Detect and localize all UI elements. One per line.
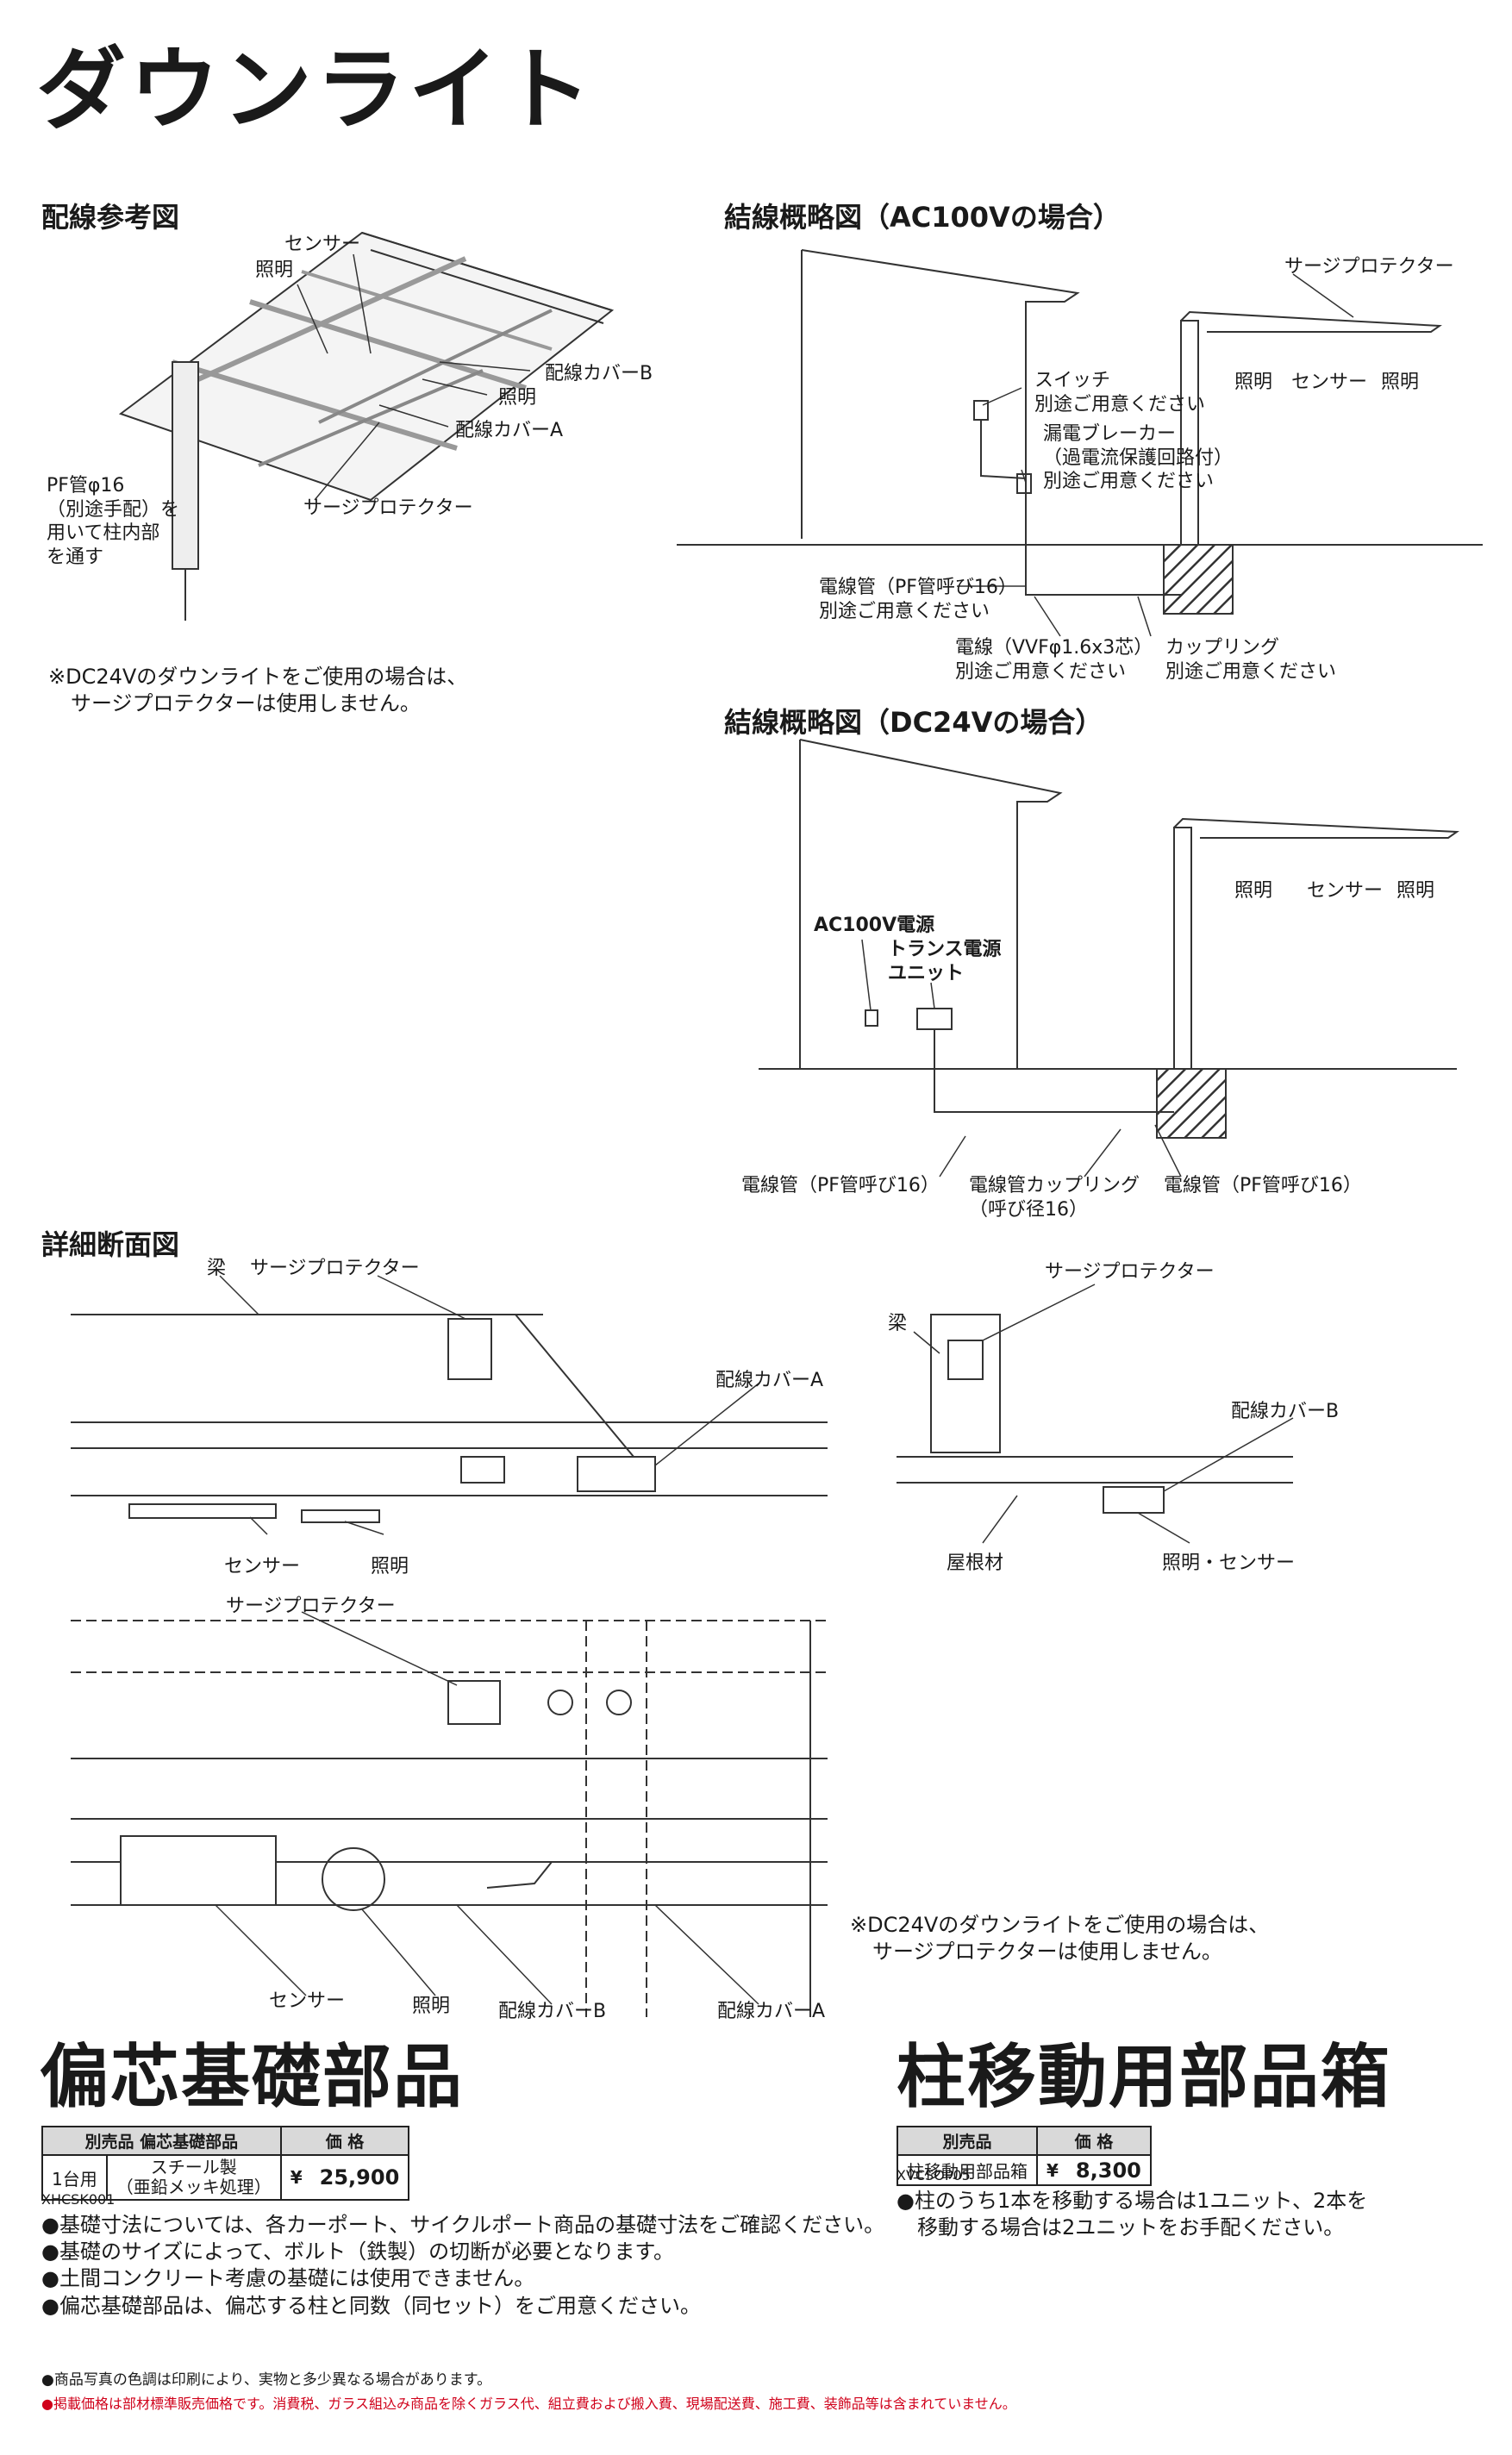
offset-code: XHCSK001 [41, 2191, 116, 2208]
footer-note-2: ●掲載価格は部材標準販売価格です。消費税、ガラス組込み商品を除くガラス代、組立費… [41, 2396, 1016, 2412]
detail-label-cover-a: 配線カバーA [715, 1370, 824, 1391]
detail-label-sensor: センサー [224, 1556, 301, 1577]
detail-label-cover-b: 配線カバーB [1231, 1401, 1340, 1422]
detail-label-beam-2: 梁 [888, 1313, 908, 1334]
detail-label-surge-2: サージプロテクター [1045, 1261, 1215, 1283]
leader-lines [215, 253, 1354, 2005]
label-cover-a: 配線カバーA [455, 420, 564, 441]
moving-table-head-price: 価 格 [1036, 2126, 1152, 2156]
dc-label-conduit-left: 電線管（PF管呼び16） [741, 1175, 940, 1196]
detail-label-roof: 屋根材 [947, 1552, 1004, 1574]
detail-label-surge-3: サージプロテクター [226, 1596, 396, 1617]
offset-price-table: 別売品 偏芯基礎部品 価 格 1台用 スチール製 （亜鉛メッキ処理） ¥ 25,… [41, 2126, 410, 2201]
wiring-ref-note: ※DC24Vのダウンライトをご使用の場合は、 サージプロテクターは使用しません。 [48, 665, 468, 716]
detail-label-cover-b-2: 配線カバーB [498, 2001, 607, 2022]
offset-row-price: 25,900 [310, 2154, 410, 2201]
offset-table-head-price: 価 格 [279, 2126, 410, 2156]
detail-section-drawing [71, 1314, 1293, 2017]
dc-label-coupling: 電線管カップリング （呼び径16） [969, 1175, 1140, 1221]
dc-heading: 結線概略図（DC24Vの場合） [724, 706, 1103, 739]
detail-label-surge: サージプロテクター [250, 1258, 420, 1279]
detail-label-cover-a-2: 配線カバーA [717, 2001, 826, 2022]
wiring-ref-heading: 配線参考図 [41, 201, 180, 234]
detail-label-light-3: 照明 [412, 1996, 451, 2017]
detail-heading: 詳細断面図 [41, 1228, 180, 1261]
list-item: 基礎のサイズによって、ボルト（鉄製）の切断が必要となります。 [41, 2239, 884, 2265]
moving-row-price: 8,300 [1066, 2154, 1152, 2186]
detail-label-sensor-2: センサー [269, 1990, 346, 2012]
ac-label-switch: スイッチ 別途ご用意ください [1034, 370, 1206, 415]
dc-label-conduit-right: 電線管（PF管呼び16） [1164, 1175, 1362, 1196]
list-item: 移動する場合は2ユニットをお手配ください。 [917, 2215, 1345, 2240]
moving-price-table: 別売品 価 格 柱移動用部品箱 ¥ 8,300 [897, 2126, 1152, 2186]
dc-label-trans: トランス電源 ユニット [888, 939, 1002, 984]
offset-row-yen: ¥ [279, 2154, 311, 2201]
dc-wiring-drawing [759, 739, 1459, 1139]
moving-code: XVCSOP05 [897, 2167, 971, 2183]
label-pf-pipe: PF管φ16 （別途手配）を 用いて柱内部 を通す [47, 475, 180, 568]
moving-row-yen: ¥ [1036, 2154, 1067, 2186]
dc-label-light-left: 照明 [1234, 880, 1273, 902]
list-item: 偏芯基礎部品は、偏芯する柱と同数（同セット）をご用意ください。 [41, 2293, 884, 2320]
wiring-reference-drawing [118, 231, 615, 621]
moving-table-head-product: 別売品 [897, 2126, 1038, 2156]
ac-label-light-left: 照明 [1234, 372, 1273, 393]
page-title: ダウンライト [36, 37, 596, 142]
label-light-2: 照明 [498, 387, 537, 409]
offset-row-unit: 1台用 [41, 2154, 108, 2201]
offset-title: 偏芯基礎部品 [40, 2037, 464, 2117]
ac-label-breaker: 漏電ブレーカー （過電流保護回路付） 別途ご用意ください [1043, 423, 1234, 492]
dc-label-light-right: 照明 [1396, 880, 1435, 902]
label-light: 照明 [255, 259, 294, 281]
list-item: 柱のうち1本を移動する場合は1ユニット、2本を [897, 2188, 1367, 2214]
ac-label-wire: 電線（VVFφ1.6x3芯） 別途ご用意ください [955, 637, 1153, 683]
ac-label-light-right: 照明 [1381, 372, 1420, 393]
offset-table-head-product: 別売品 偏芯基礎部品 [41, 2126, 282, 2156]
offset-bullets: 基礎寸法については、各カーポート、サイクルポート商品の基礎寸法をご確認ください。… [41, 2212, 884, 2320]
dc-label-sensor: センサー [1307, 880, 1384, 902]
ac-label-surge: サージプロテクター [1284, 256, 1454, 278]
ac-heading: 結線概略図（AC100Vの場合） [724, 201, 1121, 234]
dc-label-power: AC100V電源 [814, 915, 935, 936]
list-item: 土間コンクリート考慮の基礎には使用できません。 [41, 2265, 884, 2292]
label-sensor: センサー [284, 234, 361, 255]
detail-label-light-sensor: 照明・センサー [1162, 1552, 1296, 1574]
label-surge: サージプロテクター [303, 497, 473, 519]
detail-note: ※DC24Vのダウンライトをご使用の場合は、 サージプロテクターは使用しません。 [850, 1913, 1270, 1965]
ac-label-conduit: 電線管（PF管呼び16） 別途ご用意ください [819, 577, 1017, 622]
footer-note-1: ●商品写真の色調は印刷により、実物と多少異なる場合があります。 [41, 2371, 492, 2389]
ac-wiring-drawing [677, 249, 1483, 615]
label-cover-b: 配線カバーB [545, 363, 653, 384]
list-item: 基礎寸法については、各カーポート、サイクルポート商品の基礎寸法をご確認ください。 [41, 2212, 884, 2239]
detail-label-light: 照明 [371, 1556, 409, 1577]
moving-bullets: 柱のうち1本を移動する場合は1ユニット、2本を 移動する場合は2ユニットをお手配… [897, 2188, 1367, 2241]
detail-label-beam: 梁 [207, 1258, 227, 1279]
ac-label-coupling: カップリング 別途ご用意ください [1165, 637, 1337, 683]
moving-row-name: 柱移動用部品箱 [897, 2154, 1038, 2186]
offset-row-material: スチール製 （亜鉛メッキ処理） [105, 2154, 282, 2201]
ac-label-sensor: センサー [1291, 372, 1368, 393]
moving-title: 柱移動用部品箱 [897, 2037, 1391, 2117]
